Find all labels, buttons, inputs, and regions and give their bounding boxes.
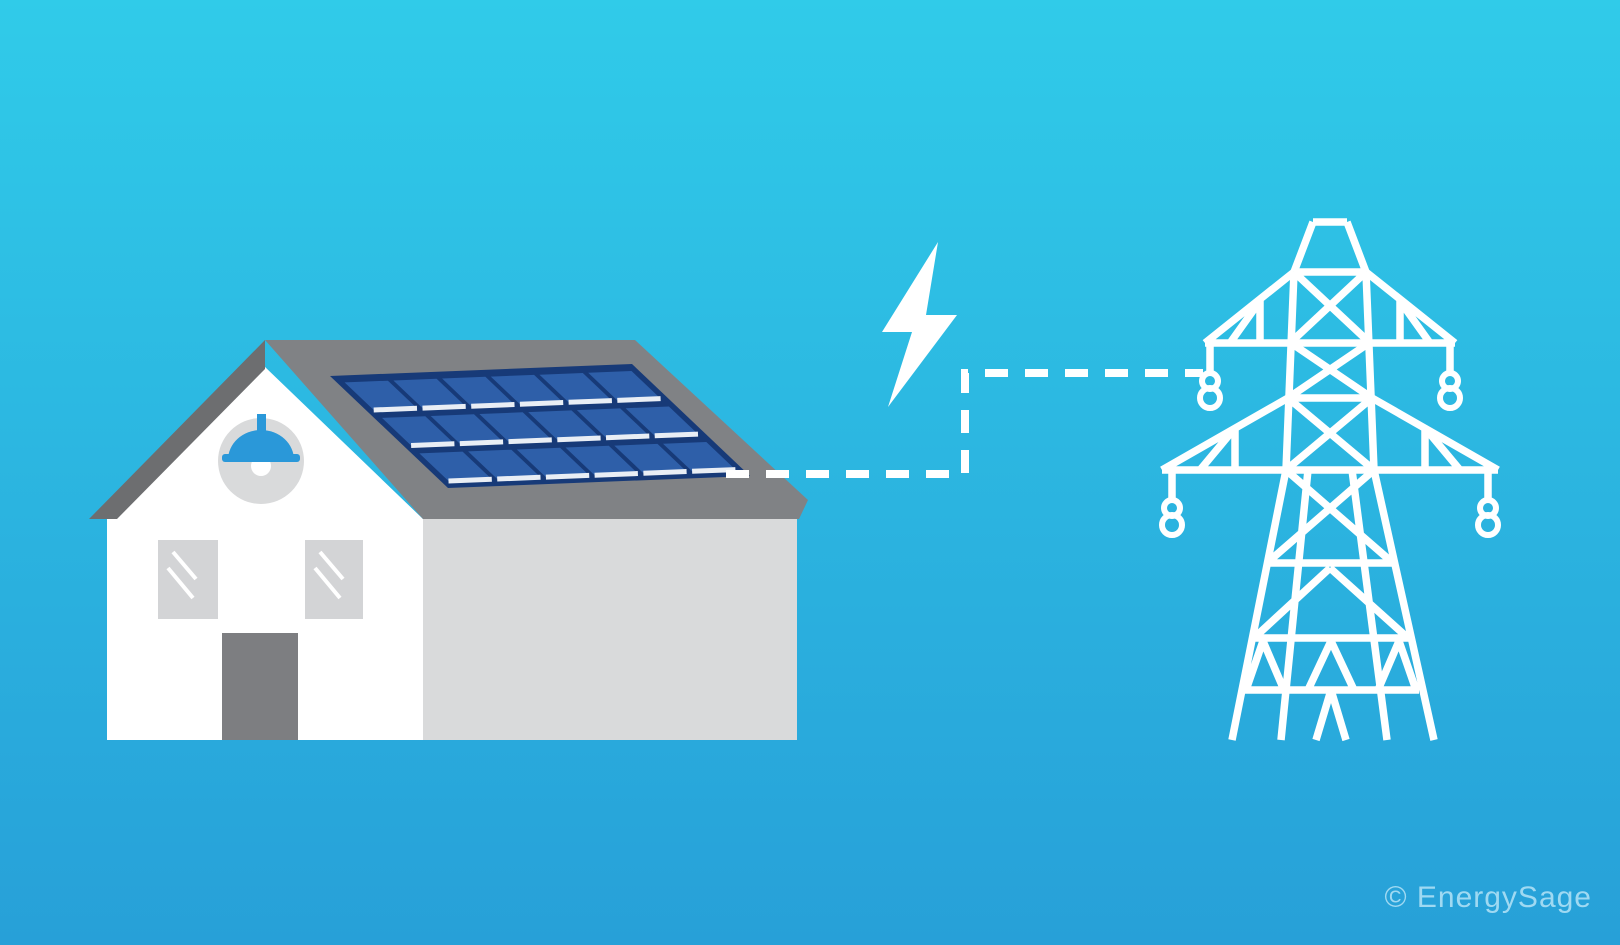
tower-legs [1228,467,1438,742]
solar-panel-cell [490,374,564,405]
lamp-stem [257,414,266,456]
panel-glint [422,403,466,411]
solar-panel-cell [516,447,590,478]
solar-panel-cell [528,410,601,440]
solar-panel-cell [539,373,612,403]
solar-panel-cell [344,380,417,410]
panel-glint [519,400,564,407]
solar-panel-cell [419,451,492,481]
watermark: © EnergySage [1384,881,1592,914]
solar-panel-cell [588,371,661,401]
panel-glint [448,476,492,484]
roof-edge-band [89,340,265,519]
tower-insulators [1159,343,1501,538]
solar-panel-cell [393,378,466,409]
solar-panel-cell [442,376,515,407]
solar-panel-cell [625,406,698,436]
solar-panel-cell [614,443,687,474]
window-left [158,540,218,619]
window-right [305,540,363,619]
tower-crossarms [1160,269,1500,474]
lightning-bolt-icon [882,242,957,407]
house-front-wall [107,366,423,740]
panel-glint [373,405,418,413]
solar-panel-cell [382,416,455,446]
panel-glint [617,396,661,403]
lamp-rim [222,454,300,462]
panel-glint [459,439,504,447]
solar-panel-cell [576,408,650,438]
window-shine [166,550,198,600]
panel-glint [643,469,687,476]
panel-glint [508,437,552,445]
solar-panel-cell [479,412,552,442]
panel-glint [411,441,455,448]
house-side-wall [423,519,797,740]
panel-glint [692,467,736,474]
solar-panel-cell [565,445,638,476]
panel-glint [471,402,515,409]
solar-panel-cell [663,442,736,472]
pendant-lamp-icon [222,414,300,476]
front-door [222,633,298,740]
tower-body [1282,218,1378,473]
transmission-tower [1159,218,1501,742]
round-gable-window [218,414,304,504]
solar-house [89,340,808,740]
panel-glint [545,472,590,480]
panel-glint [594,471,638,478]
window-shine [313,550,345,600]
panel-glint [605,433,650,441]
solar-panel-cell [468,449,541,479]
panel-glint [654,431,699,439]
panel-glint [568,398,612,405]
panel-glint [557,435,601,443]
panel-glint [497,474,541,482]
solar-panel-cell [430,414,504,444]
solar-panel-array [330,364,750,488]
dashed-power-line [726,369,1203,478]
